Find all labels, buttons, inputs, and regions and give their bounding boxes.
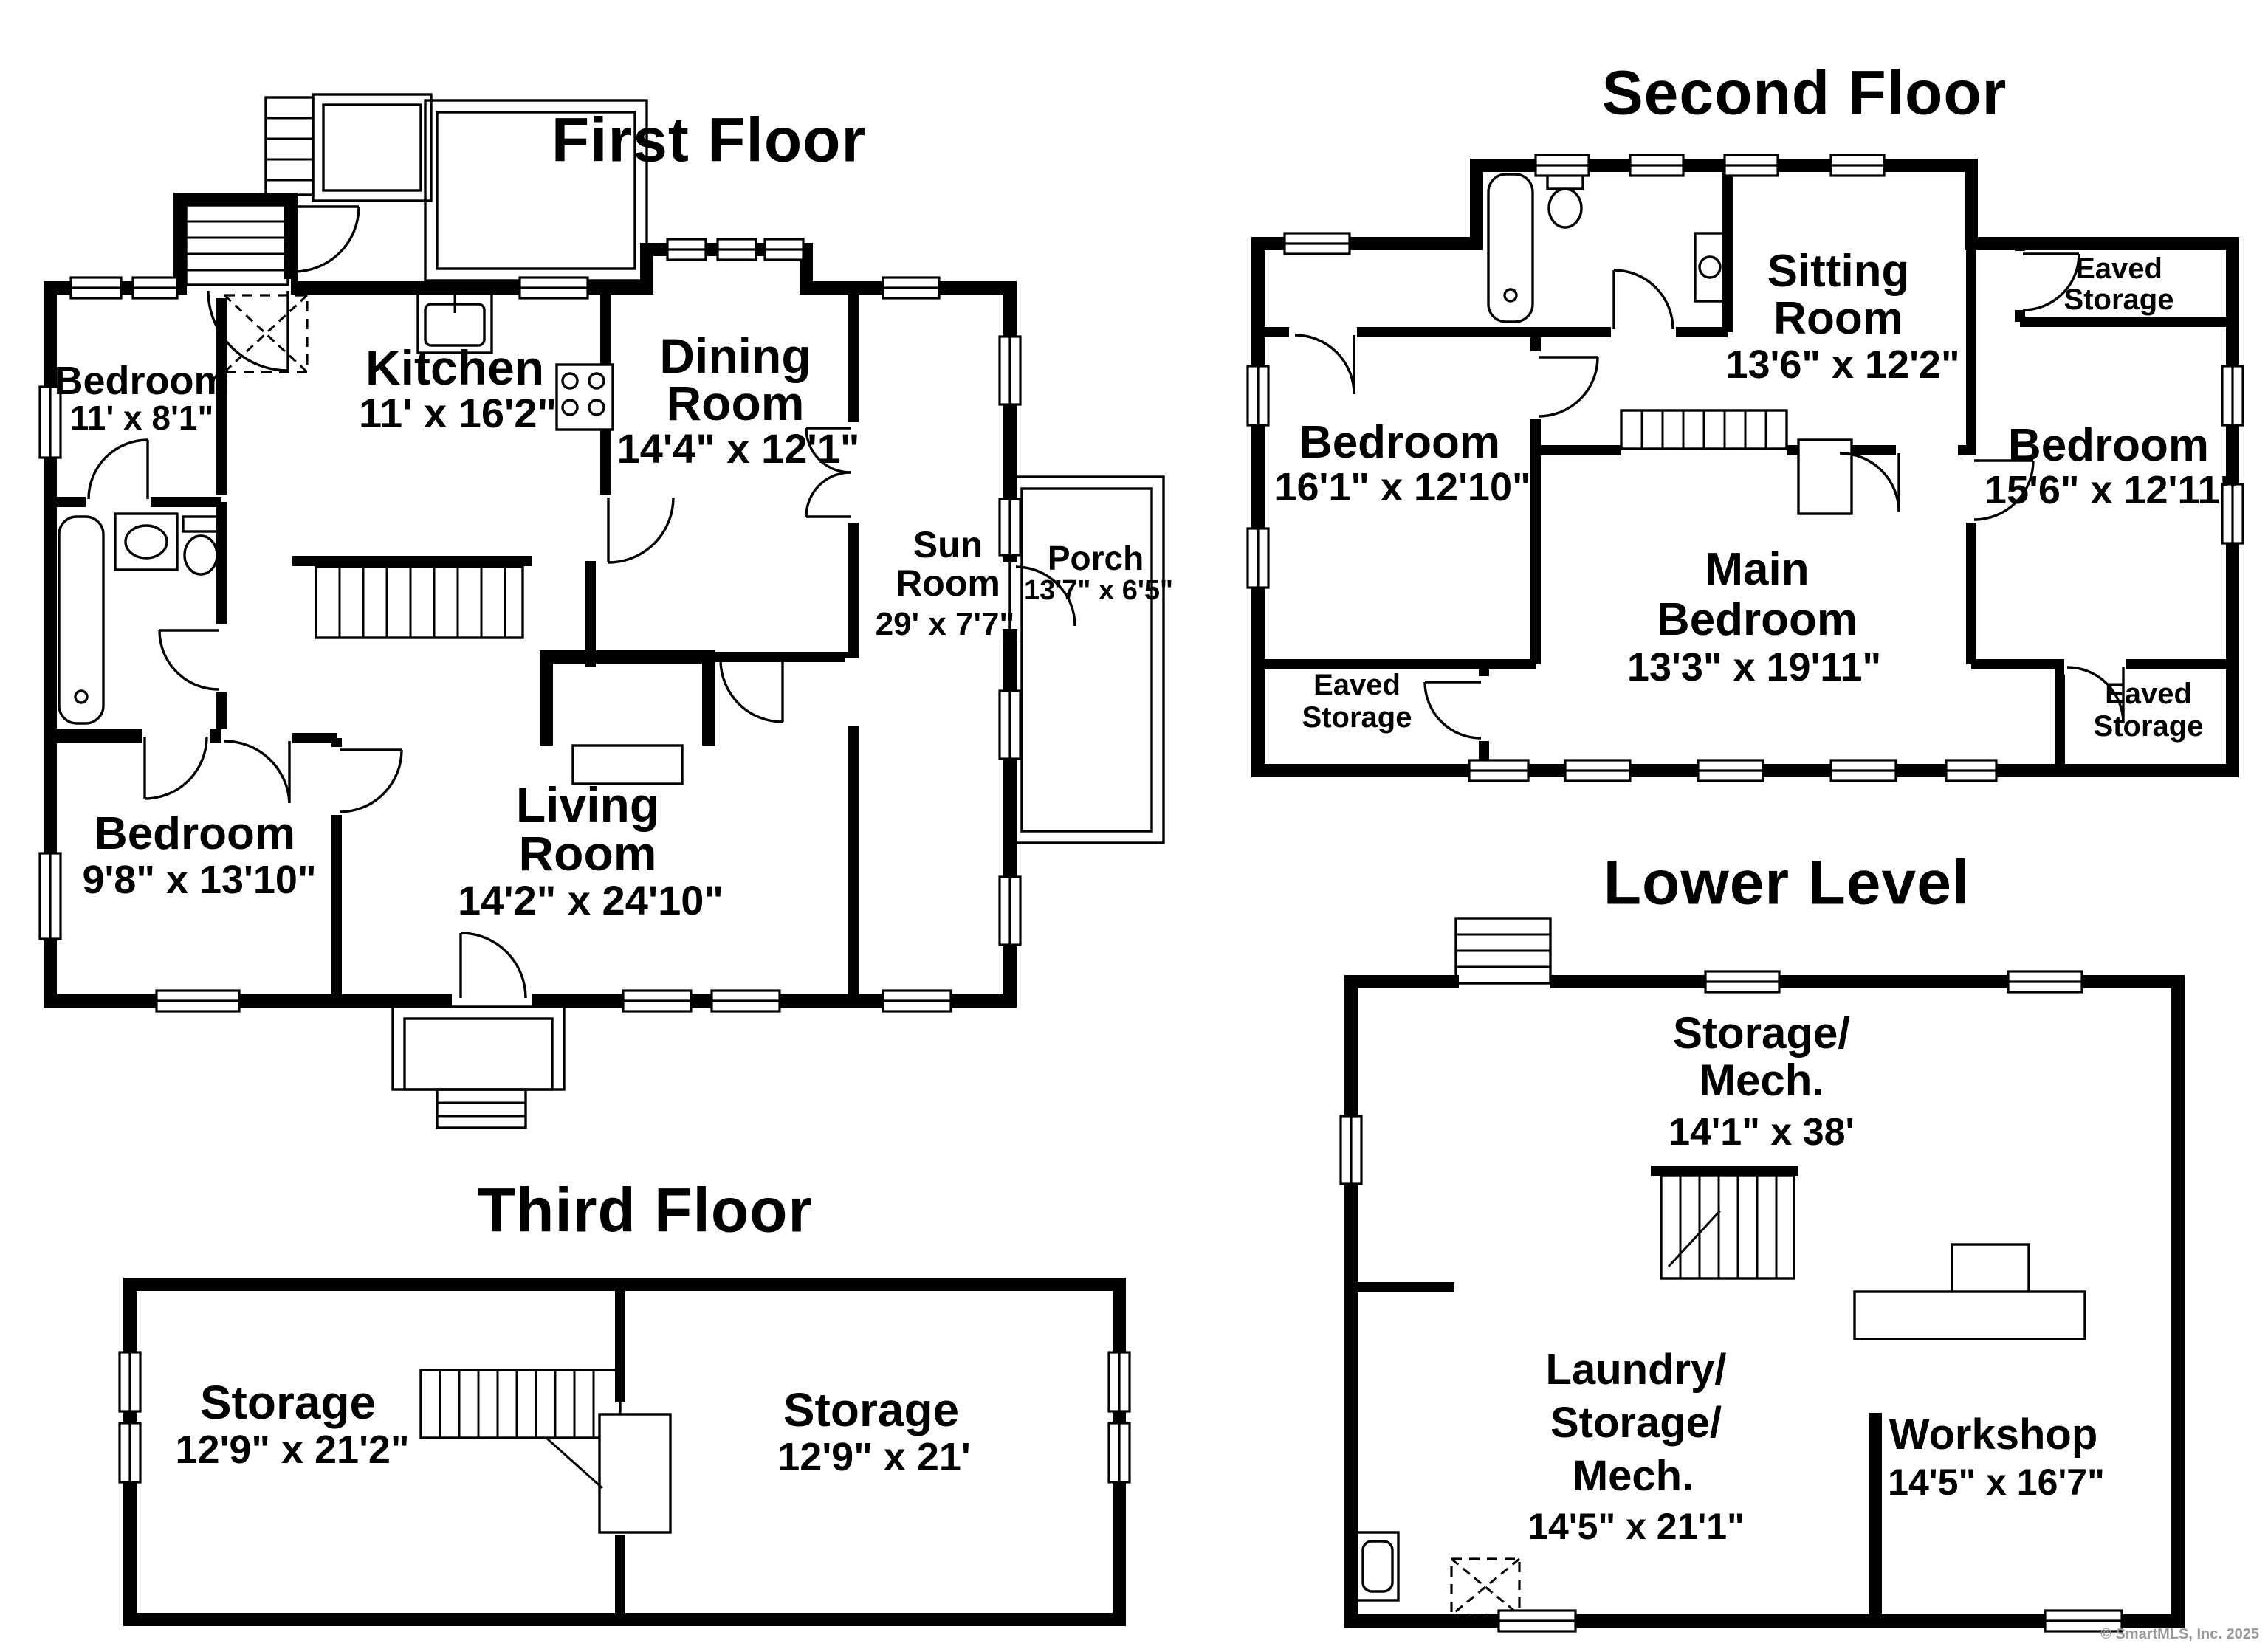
second-floor-plan [1246,154,2244,782]
watermark: © SmartMLS, Inc. 2025 [2100,1626,2259,1642]
floor-title-third: Third Floor [477,1175,814,1245]
room-label-porch-dims: 13'7" x 6'5" [1023,575,1174,606]
first-floor-plan [38,93,1165,1129]
room-label-living-name1: Living [515,777,660,832]
room-label-bedroom-bottom-name: Bedroom [94,808,296,859]
room-label-main-bedroom-name1: Main [1705,544,1810,595]
floor-title-second: Second Floor [1601,58,2007,128]
room-label-storage-mech-name2: Mech. [1698,1056,1825,1105]
room-label-living-name2: Room [518,826,657,881]
room-label-bedroom-right-dims: 15'6" x 12'11" [1984,468,2239,512]
room-label-eaved-bl-name2: Storage [1302,701,1412,734]
room-label-storage-left-name: Storage [199,1376,377,1429]
room-label-laundry-name3: Mech. [1572,1452,1694,1500]
room-label-laundry-name1: Laundry/ [1545,1346,1727,1394]
room-label-eaved-tr-name1: Eaved [2075,252,2162,285]
room-label-dining-name1: Dining [659,328,811,383]
floor-title-first: First Floor [551,105,867,175]
room-label-bedroom-left-name: Bedroom [1299,417,1501,468]
room-label-eaved-tr-name2: Storage [2063,283,2174,316]
room-label-dining-name2: Room [666,376,805,430]
room-label-sitting-name1: Sitting [1767,246,1910,297]
room-label-laundry-name2: Storage/ [1550,1399,1722,1447]
floor-title-lower: Lower Level [1603,847,1970,918]
lower-level-plan [1339,917,2185,1633]
room-label-sun-name1: Sun [913,524,983,565]
room-label-dining-dims: 14'4" x 12'1" [616,425,860,472]
room-label-sun-name2: Room [896,562,1000,604]
room-label-eaved-bl-name1: Eaved [1313,669,1401,701]
room-label-eaved-br-name2: Storage [2093,710,2204,743]
room-label-bedroom-top-name: Bedroom [54,359,230,403]
room-label-storage-mech-dims: 14'1" x 38' [1669,1111,1855,1154]
room-label-workshop-name: Workshop [1889,1411,2098,1459]
room-label-storage-left-dims: 12'9" x 21'2" [175,1428,410,1472]
room-label-kitchen-dims: 11' x 16'2" [358,390,557,436]
room-label-sitting-name2: Room [1773,293,1903,344]
room-label-bedroom-bottom-dims: 9'8" x 13'10" [82,858,317,902]
room-label-bedroom-right-name: Bedroom [2007,420,2210,471]
room-label-bedroom-top-dims: 11' x 8'1" [69,399,214,437]
room-label-workshop-dims: 14'5" x 16'7" [1888,1462,2105,1503]
room-label-storage-mech-name1: Storage/ [1672,1008,1851,1058]
room-label-sitting-dims: 13'6" x 12'2" [1725,342,1960,387]
room-label-sun-dims: 29' x 7'7" [875,606,1015,642]
room-label-living-dims: 14'2" x 24'10" [457,877,724,923]
room-label-storage-right-dims: 12'9" x 21' [777,1435,971,1479]
third-floor-plan [118,1278,1131,1626]
room-label-storage-right-name: Storage [783,1383,960,1436]
room-label-main-bedroom-dims: 13'3" x 19'11" [1626,645,1882,689]
room-label-main-bedroom-name2: Bedroom [1656,594,1858,645]
room-label-bedroom-left-dims: 16'1" x 12'10" [1274,465,1531,509]
room-label-laundry-dims: 14'5" x 21'1" [1528,1506,1745,1547]
room-label-eaved-br-name1: Eaved [2105,678,2192,710]
room-label-kitchen-name: Kitchen [365,340,545,395]
room-label-porch-name: Porch [1047,539,1144,577]
